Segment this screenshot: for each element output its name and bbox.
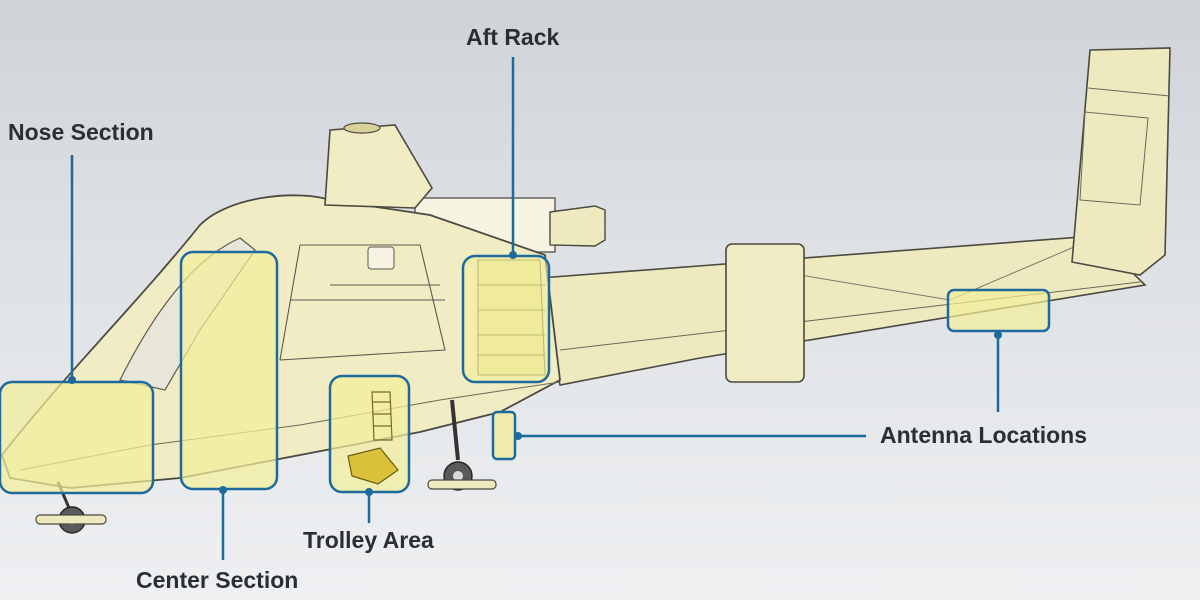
antenna-locations-tail-dot xyxy=(994,331,1002,339)
rotor-pylon xyxy=(324,124,433,209)
cabin-frame-lines xyxy=(279,244,446,361)
cabin-window xyxy=(367,246,395,270)
nose-landing-gear xyxy=(35,481,107,534)
exhaust-pipe xyxy=(549,205,606,247)
trolley-mechanism xyxy=(347,447,399,485)
main-landing-gear xyxy=(427,399,497,491)
nose-section-leader-dot xyxy=(68,376,76,384)
trolley-area-leader-dot xyxy=(365,488,373,496)
aft-rack-highlight xyxy=(461,254,551,384)
aft-rack-leader-dot xyxy=(509,251,517,259)
antenna-highlight-belly xyxy=(491,410,517,461)
fin-panel-line-2 xyxy=(1079,111,1149,206)
nose-section-highlight xyxy=(0,380,155,495)
antenna-locations-label: Antenna Locations xyxy=(880,422,1088,448)
antenna-highlight-tail xyxy=(946,288,1051,333)
vertical-fin xyxy=(1071,47,1171,276)
nose-section-label: Nose Section xyxy=(8,119,154,145)
center-section-label: Center Section xyxy=(136,567,299,593)
tail-boom xyxy=(539,235,1147,386)
side-cylinder xyxy=(725,243,805,383)
aft-rack-label: Aft Rack xyxy=(466,24,560,50)
antenna-locations-belly-dot xyxy=(514,432,522,440)
center-section-leader-dot xyxy=(219,486,227,494)
trolley-area-label: Trolley Area xyxy=(303,527,434,553)
rotor-hub xyxy=(343,122,381,134)
fin-panel-line-1 xyxy=(1087,87,1171,97)
center-section-highlight xyxy=(179,250,279,491)
trolley-ladder xyxy=(371,391,393,441)
